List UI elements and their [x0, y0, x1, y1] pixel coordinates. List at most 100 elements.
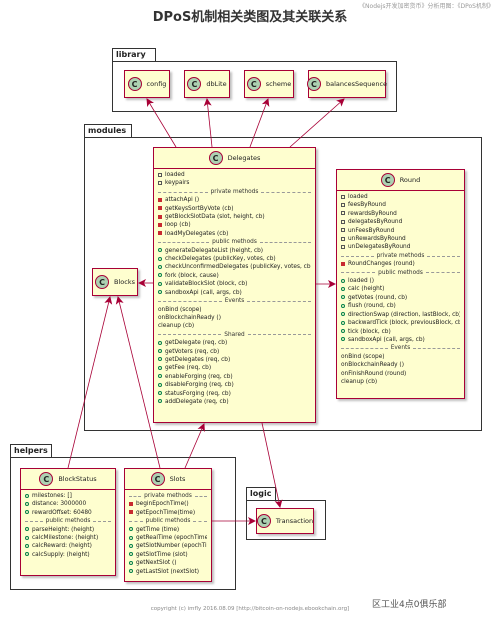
member-text: unFeesByRound	[348, 227, 395, 234]
public-method-icon	[158, 349, 162, 354]
member-text: getNextSlot ()	[136, 560, 177, 567]
watermark: 区工业4点0俱乐部	[372, 600, 447, 610]
member-text: unRewardsByRound	[348, 236, 406, 243]
private-method: getEpochTime(time)	[129, 509, 207, 517]
public-method-icon	[158, 399, 162, 404]
public-method-icon	[158, 340, 162, 345]
member-text: onBind (scope)	[341, 353, 385, 360]
class-field: loaded	[158, 171, 311, 179]
member-text: rewardsByRound	[348, 210, 397, 217]
public-method: calcSupply: (height)	[25, 551, 111, 559]
member-text: onFinishRound (round)	[341, 370, 407, 377]
shared-method: getDelegates (req, cb)	[158, 356, 311, 364]
class-icon: C	[127, 77, 142, 91]
public-method: sandboxApi (call, args, cb)	[158, 289, 311, 297]
member-text: loop (cb)	[165, 222, 191, 229]
member-text: tick (block, cb)	[348, 328, 391, 335]
public-method: generateDelegateList (height, cb)	[158, 247, 311, 255]
class-config-name: config	[146, 80, 167, 88]
public-method-icon	[341, 295, 345, 300]
edge-blockstatus-blocks	[67, 296, 113, 469]
public-method: loaded ()	[341, 277, 460, 285]
public-method: backwardTick (block, previousBlock, cb)	[341, 319, 460, 327]
edge-delegates-scheme	[249, 98, 270, 148]
member-text: getDelegate (req, cb)	[165, 340, 228, 347]
public-method: getNextSlot ()	[129, 559, 207, 567]
public-method: getLastSlot (nextSlot)	[129, 568, 207, 576]
member-text: enableForging (req, cb)	[165, 373, 233, 380]
public-method-icon	[25, 552, 29, 557]
field-icon	[341, 194, 345, 199]
member-text: flush (round, cb)	[348, 303, 396, 310]
class-icon: C	[150, 472, 165, 486]
member-text: calcSupply: (height)	[32, 551, 90, 558]
member-text: disableForging (req, cb)	[165, 382, 234, 389]
member-text: distance: 3000000	[32, 501, 87, 508]
public-field-icon	[25, 493, 29, 498]
shared-method: getFee (req, cb)	[158, 364, 311, 372]
section-divider: public methods	[158, 238, 311, 246]
public-method: checkDelegates (publicKey, votes, cb)	[158, 255, 311, 263]
class-round-name: Round	[399, 176, 421, 184]
section-label: Events	[224, 298, 245, 305]
class-field: loaded	[341, 193, 460, 201]
section-label: public methods	[45, 518, 91, 525]
class-delegates-name: Delegates	[227, 154, 261, 162]
public-method-icon	[341, 286, 345, 291]
public-method-icon	[158, 382, 162, 387]
member-text: loaded	[165, 172, 185, 178]
public-method: flush (round, cb)	[341, 302, 460, 310]
public-method-icon	[341, 329, 345, 333]
edge-delegates-config	[146, 98, 177, 148]
public-method-icon	[129, 527, 133, 532]
public-method: validateBlockSlot (block, cb)	[158, 280, 311, 288]
section-label: public methods	[378, 269, 423, 276]
private-method: loop (cb)	[158, 221, 311, 229]
public-method: parseHeight: (height)	[25, 526, 111, 534]
field-icon	[341, 236, 345, 241]
package-helpers-label: helpers	[14, 446, 48, 455]
member-text: getRealTime (epochTime)	[136, 535, 207, 542]
private-method-icon	[158, 197, 162, 202]
field-icon	[158, 172, 162, 177]
member-text: attachApi ()	[165, 197, 200, 204]
shared-method: enableForging (req, cb)	[158, 373, 311, 381]
member-text: getDelegates (req, cb)	[165, 356, 231, 363]
member-text: unDelegatesByRound	[348, 244, 411, 251]
public-method-icon	[158, 357, 162, 362]
member-text: getVoters (req, cb)	[165, 348, 220, 355]
member-text: calcMilestone: (height)	[32, 535, 99, 542]
class-field: rewardsByRound	[341, 210, 460, 218]
class-icon: C	[380, 173, 395, 187]
section-divider: public methods	[341, 269, 460, 277]
edge-delegates-dblite	[203, 98, 213, 148]
member-text: getSlotNumber (epochTime)	[136, 543, 207, 550]
public-method-icon	[158, 264, 162, 269]
field-icon	[341, 244, 345, 249]
field-icon	[341, 228, 345, 233]
member-text: getEpochTime(time)	[136, 509, 196, 516]
section-divider: Events	[341, 344, 460, 352]
private-method: getKeysSortByVote (cb)	[158, 205, 311, 213]
section-label: Events	[390, 345, 411, 352]
event-method: onFinishRound (round)	[341, 370, 460, 378]
public-method-icon	[158, 256, 162, 261]
public-field-icon	[25, 501, 29, 506]
class-field: distance: 3000000	[25, 500, 111, 508]
member-text: getSlotTime (slot)	[136, 551, 188, 558]
class-slots-name: Slots	[169, 475, 186, 483]
event-method: cleanup (cb)	[341, 378, 460, 386]
section-divider: Shared	[158, 331, 311, 339]
public-method-icon	[158, 365, 162, 370]
event-method: cleanup (cb)	[158, 322, 311, 330]
public-method-icon	[158, 273, 162, 278]
public-method: sandboxApi (call, args, cb)	[341, 336, 460, 344]
class-field: keypairs	[158, 179, 311, 187]
